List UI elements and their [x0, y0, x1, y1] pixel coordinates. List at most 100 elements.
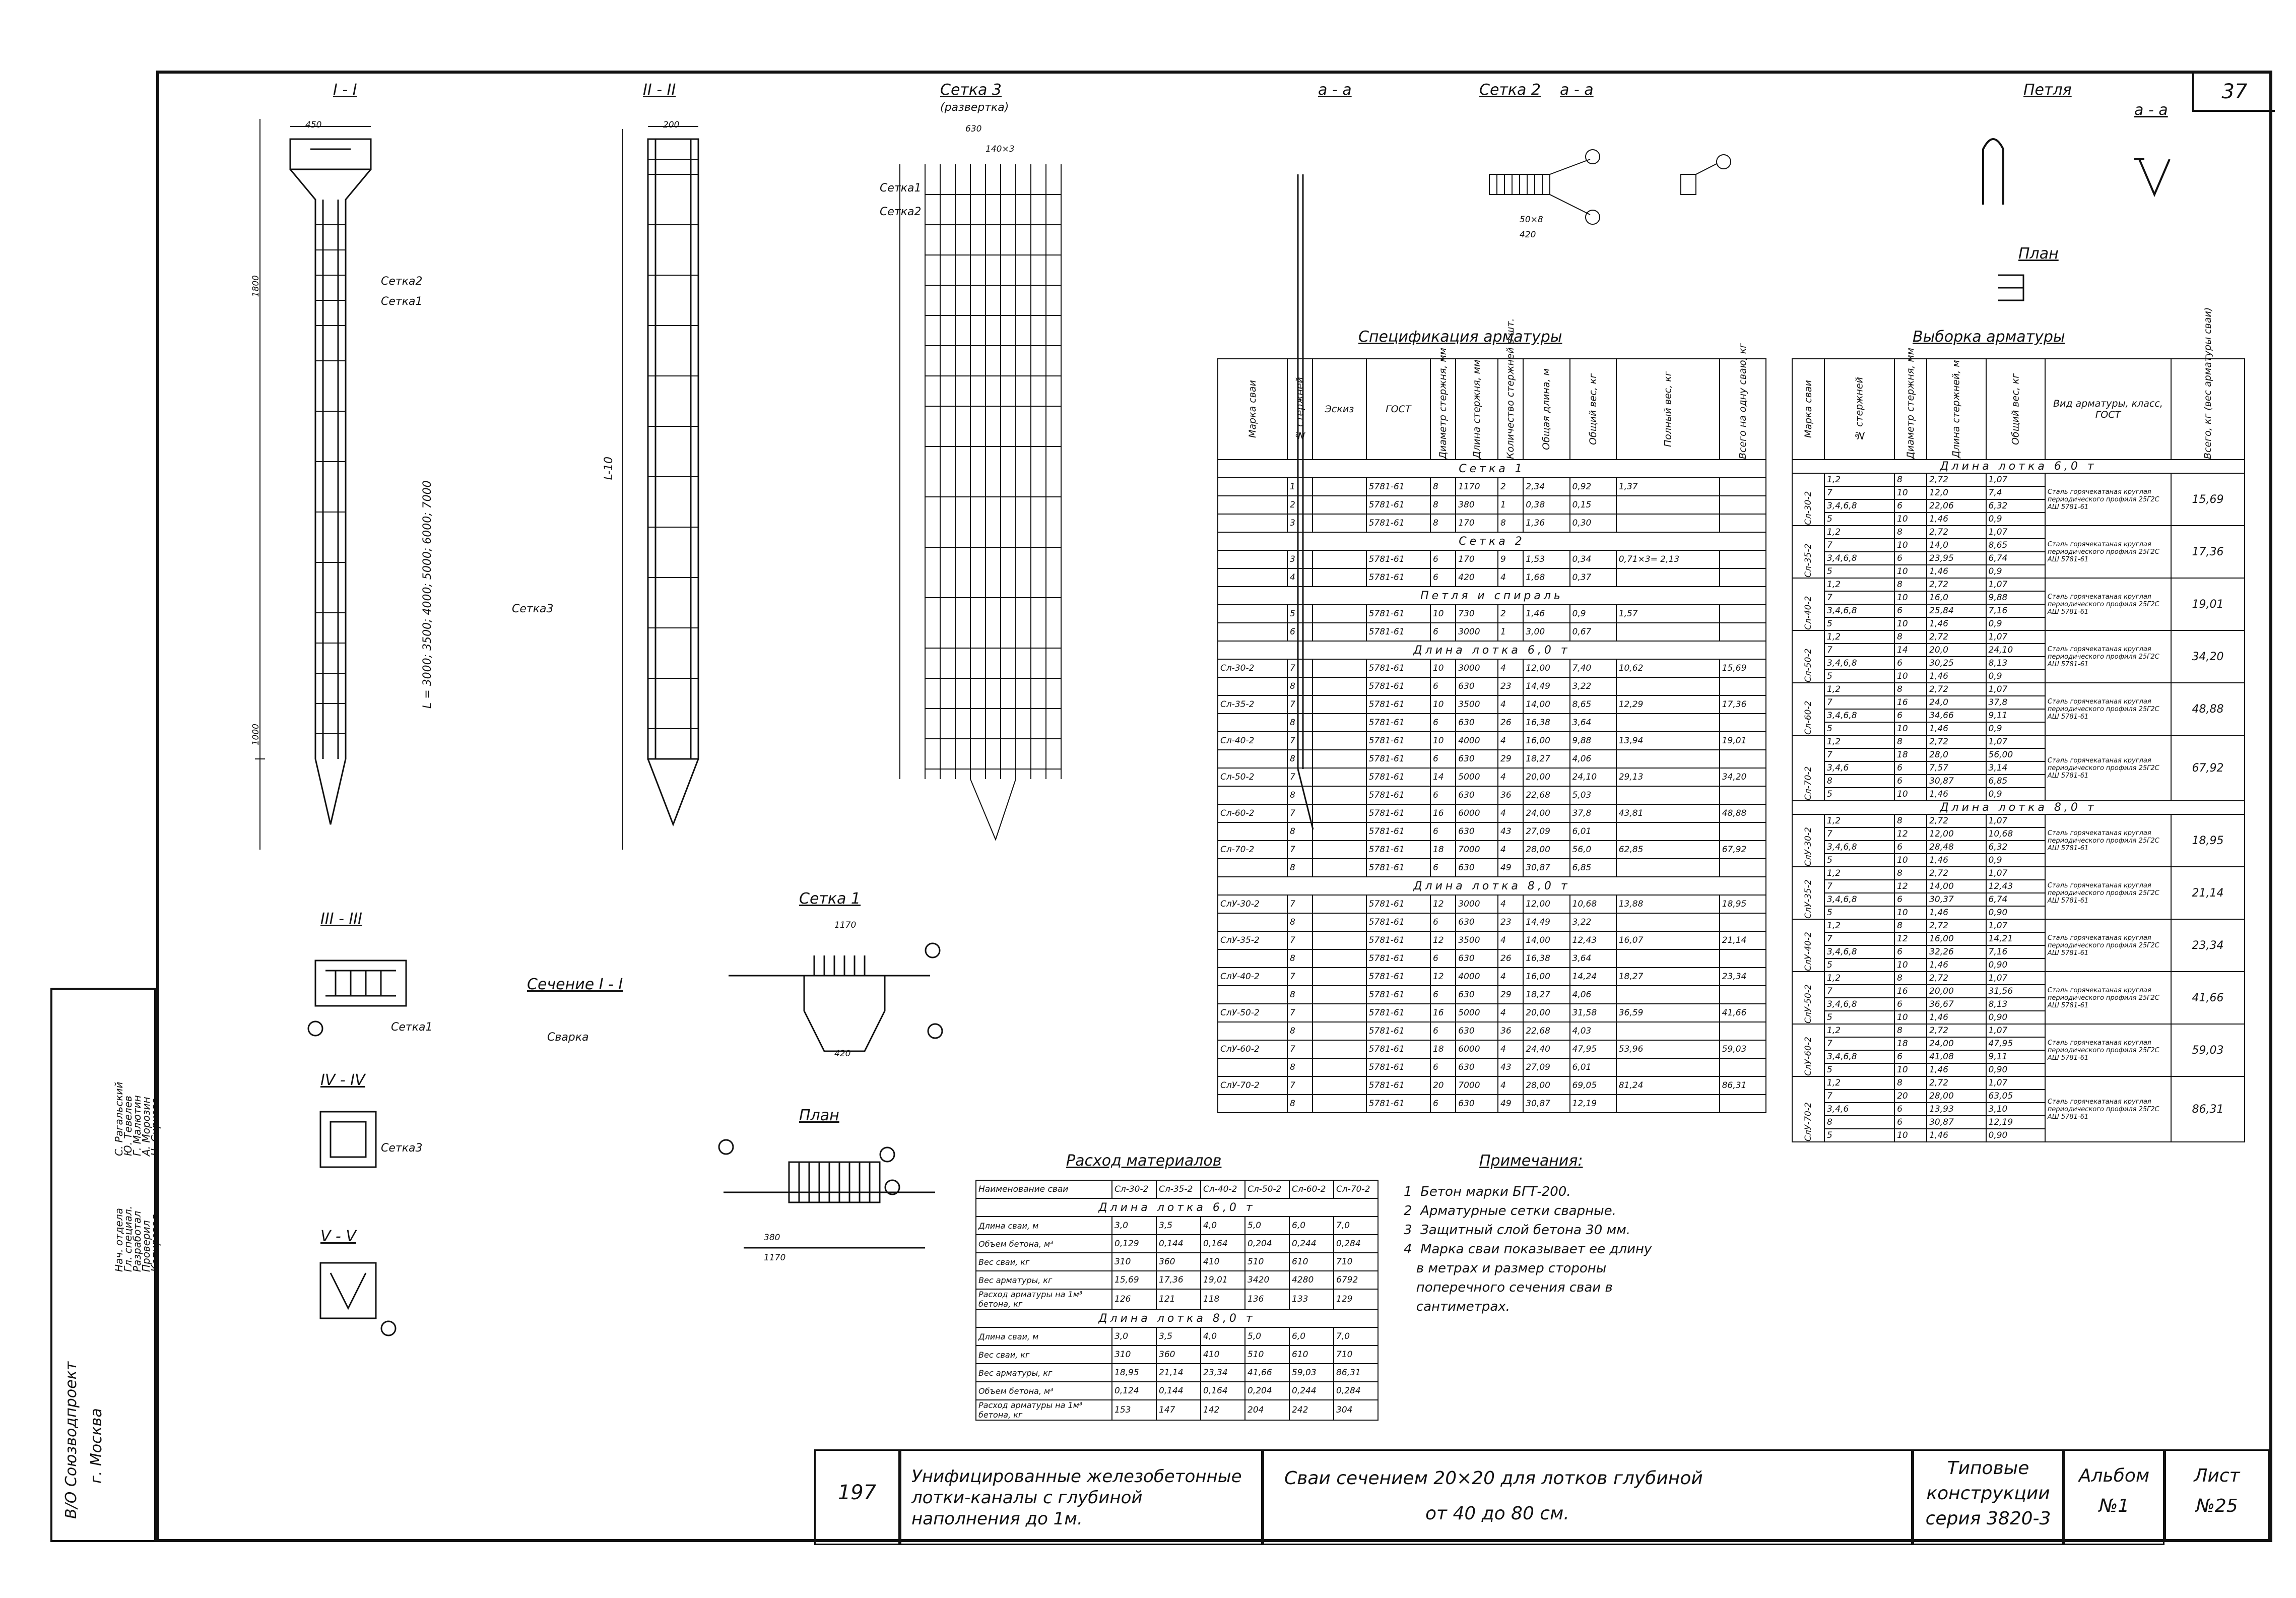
rashod-cell: Расход арматуры на 1м³ бетона, кг	[975, 1399, 1112, 1421]
vyborka-steel: Сталь горячекатаная круглая периодическо…	[2044, 1024, 2172, 1077]
vyb-head-2: Диаметр стержня, мм	[1894, 348, 1927, 460]
spec-cell: 69,05	[1569, 1076, 1617, 1095]
spec-cell	[1615, 858, 1720, 877]
dim-50x8: 50×8	[1520, 215, 1543, 225]
spec-cell: 3,00	[1523, 622, 1570, 642]
spec-cell: 380	[1455, 495, 1498, 515]
spec-cell	[1615, 1058, 1720, 1077]
rashod-title: Расход материалов	[1066, 1152, 1222, 1170]
vyborka-cell: 10	[1894, 1010, 1928, 1025]
vyborka-steel: Сталь горячекатаная круглая периодическо…	[2044, 682, 2172, 736]
vyborka-cell: 2,72	[1926, 1024, 1987, 1038]
vyborka-cell: 1,46	[1926, 722, 1987, 736]
spec-cell: 6	[1429, 822, 1457, 841]
spec-cell: 21,14	[1719, 931, 1767, 950]
rashod-cell: 15,69	[1111, 1270, 1157, 1290]
vyborka-cell: 7	[1824, 591, 1895, 605]
spec-cell-num: 8	[1287, 1021, 1314, 1041]
spec-cell-num: 7	[1287, 1040, 1314, 1059]
vyborka-cell: 6	[1894, 499, 1928, 513]
spec-cell: 12	[1429, 931, 1457, 950]
vyborka-steel: Сталь горячекатаная круглая периодическо…	[2044, 525, 2172, 579]
spec-cell: 10	[1429, 695, 1457, 714]
vyborka-cell: 7	[1824, 932, 1895, 946]
rashod-cell: 3,0	[1111, 1216, 1157, 1235]
vyborka-cell: 3,4,6,8	[1824, 551, 1895, 565]
vyborka-cell: 14,0	[1926, 538, 1987, 552]
vyborka-len6-section-label: Длина лотка 6,0 т	[1792, 459, 2245, 474]
rashod-cell: 710	[1333, 1252, 1379, 1271]
vyborka-cell: 37,8	[1985, 695, 2046, 710]
vyborka-cell: 7	[1824, 643, 1895, 657]
spec-cell: 0,37	[1569, 568, 1617, 587]
vyb-head-0: Марка сваи	[1792, 359, 1825, 460]
rashod-cell: 360	[1156, 1252, 1201, 1271]
spec-cell: 630	[1455, 949, 1498, 968]
spec-cell-mark	[1217, 495, 1288, 515]
vyborka-cell: 20,00	[1926, 984, 1987, 998]
spec-cell-total	[1615, 568, 1720, 587]
stamp-role: Копировал	[149, 1214, 161, 1272]
vyborka-cell: 6,32	[1985, 840, 2046, 854]
view-title-setka3: Сетка 3	[940, 81, 1002, 99]
vyborka-cell: 6	[1894, 892, 1928, 907]
spec-cell	[1719, 822, 1767, 841]
note-item: 1 Бетон марки БГТ-200.	[1404, 1184, 1571, 1199]
vyborka-cell: 3,4,6,8	[1824, 840, 1895, 854]
rashod-head-cell: Сл-35-2	[1156, 1180, 1201, 1199]
spec-cell: 6	[1429, 749, 1457, 769]
spec-cell: 23,34	[1719, 967, 1767, 986]
spec-cell: 5781-61	[1365, 1058, 1431, 1077]
spec-cell: 3500	[1455, 931, 1498, 950]
view-title-petlya: Петля	[2023, 81, 2072, 99]
spec-cell: 630	[1455, 913, 1498, 932]
spec-cell	[1615, 1021, 1720, 1041]
spec-cell-sketch	[1312, 514, 1367, 533]
pile-elevation-1-1	[255, 119, 372, 850]
vyborka-cell: 30,87	[1926, 1115, 1987, 1129]
spec-head-6: Количество стержней в шт.	[1498, 318, 1524, 460]
section-5-5	[319, 1262, 397, 1336]
sheet-number-box: 37	[2192, 74, 2275, 112]
rashod-cell: 710	[1333, 1345, 1379, 1364]
vyborka-cell: 0,9	[1985, 669, 2046, 683]
spec-cell-mark	[1217, 622, 1288, 642]
spec-cell: 5781-61	[1365, 1094, 1431, 1113]
spec-cell: 4	[1497, 1076, 1524, 1095]
vyborka-cell: 10	[1894, 591, 1928, 605]
spec-cell: 4,06	[1569, 749, 1617, 769]
view-title-plan-small: План	[2018, 245, 2059, 263]
rashod-cell: 0,124	[1111, 1381, 1157, 1400]
dim-1170-a: 1170	[834, 920, 857, 930]
spec-cell: 22,68	[1523, 786, 1570, 805]
vyborka-cell: 1,46	[1926, 564, 1987, 579]
spec-head-0: Марка сваи	[1218, 359, 1288, 460]
vyborka-cell: 12,43	[1985, 879, 2046, 893]
vyborka-cell: 10	[1894, 617, 1928, 631]
spec-cell: 31,58	[1569, 1003, 1617, 1022]
vyborka-cell: 7,16	[1985, 945, 2046, 959]
rashod-cell: 610	[1289, 1345, 1334, 1364]
spec-cell-all	[1719, 495, 1767, 515]
spec-cell-num: 7	[1287, 967, 1314, 986]
spec-petlya-section-label: Петля и спираль	[1217, 586, 1766, 605]
spec-cell: 14,24	[1569, 967, 1617, 986]
rashod-cell: 0,144	[1156, 1234, 1201, 1253]
spec-cell: 4	[1497, 659, 1524, 678]
stamp-person: Н. Сиркова	[149, 1098, 161, 1156]
vyborka-cell: 7	[1824, 1037, 1895, 1051]
